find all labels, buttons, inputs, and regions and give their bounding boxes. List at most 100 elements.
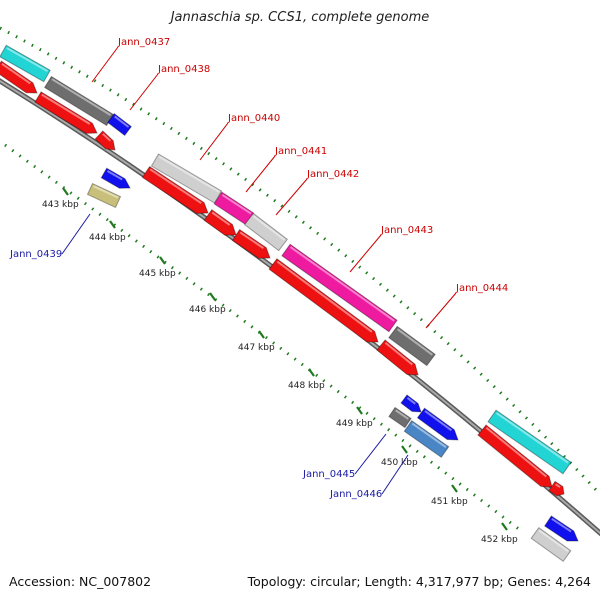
- cds-arrow-red-3-highlight: [102, 133, 112, 142]
- cds-arrow-blue-2-highlight: [406, 397, 416, 405]
- cds-arrow-red-9-highlight: [485, 426, 547, 478]
- tick-mark-3: [209, 292, 216, 301]
- cds-arrow-red-5: [203, 209, 237, 236]
- cds-arrow-blue-1-highlight: [106, 170, 123, 181]
- tick-mark-7: [401, 445, 408, 454]
- gene-bar-lightgray-1: [150, 153, 223, 204]
- gene-labels: Jann_0437Jann_0438Jann_0440Jann_0441Jann…: [9, 37, 508, 500]
- tick-label-0: 443 kbp: [42, 200, 79, 210]
- leader-jann_0441: [245, 155, 276, 193]
- topology-summary: Topology: circular; Length: 4,317,977 bp…: [247, 574, 591, 589]
- tick-label-7: 450 kbp: [381, 458, 418, 468]
- cds-arrow-red-3: [94, 130, 116, 151]
- tick-label-6: 449 kbp: [336, 419, 373, 429]
- gene-bar-lightgray-3: [530, 527, 572, 562]
- gene-label-jann_0443: Jann_0443: [380, 225, 433, 236]
- cds-arrow-red-8: [376, 339, 419, 376]
- cds-arrow-blue-4-highlight: [551, 517, 572, 533]
- cds-arrow-blue-3: [416, 407, 459, 441]
- gene-bar-darkgray-1-highlight: [51, 78, 112, 116]
- outer-dotted-guide: [0, 26, 600, 497]
- leader-jann_0437: [91, 46, 119, 83]
- gene-bar-magenta-1-highlight: [221, 194, 252, 215]
- cds-arrow-blue-1: [100, 167, 131, 189]
- gene-bar-cyan-2: [487, 409, 572, 475]
- kbp-ticks: 443 kbp 444 kbp 445 kbp 446 kbp 447 kbp 448 k…: [42, 187, 518, 545]
- tick-mark-2: [159, 256, 166, 265]
- cds-arrow-red-4: [141, 165, 209, 215]
- cds-arrow-red-10: [548, 480, 565, 497]
- cds-arrow-red-9: [477, 424, 553, 488]
- tick-label-3: 446 kbp: [189, 305, 226, 315]
- gene-bar-steelblue-highlight: [411, 422, 447, 448]
- gene-label-jann_0445: Jann_0445: [302, 469, 355, 480]
- cds-arrow-red-2: [34, 91, 98, 134]
- gene-label-jann_0442: Jann_0442: [306, 169, 359, 180]
- gene-bar-steelblue: [403, 420, 450, 458]
- leader-jann_0446: [381, 454, 409, 495]
- cds-arrow-red-7-highlight: [276, 260, 373, 333]
- gene-label-jann_0440: Jann_0440: [227, 113, 280, 124]
- tick-mark-1: [109, 220, 116, 229]
- cds-arrow-red-4-highlight: [149, 168, 202, 205]
- leader-jann_0445: [354, 433, 387, 475]
- tick-label-2: 445 kbp: [139, 269, 176, 279]
- leader-jann_0439: [61, 213, 91, 255]
- gene-label-jann_0439: Jann_0439: [9, 249, 62, 260]
- cds-arrow-red-2-highlight: [41, 93, 91, 125]
- tick-mark-6: [356, 406, 363, 415]
- cds-arrow-red-10-highlight: [555, 483, 561, 489]
- gene-bar-lightgray-2: [243, 212, 289, 252]
- leader-jann_0438: [129, 73, 159, 111]
- cds-arrow-blue-2: [400, 394, 422, 413]
- cds-arrow-red-6-highlight: [239, 231, 264, 249]
- tick-label-5: 448 kbp: [288, 381, 325, 391]
- tick-label-8: 451 kbp: [431, 497, 468, 507]
- cds-arrow-red-1: [0, 60, 38, 94]
- gene-bar-blue-1: [107, 112, 132, 137]
- gene-bar-lightgray-2-highlight: [253, 215, 286, 241]
- dotted-guides: [0, 26, 600, 532]
- cds-arrow-blue-3-highlight: [424, 410, 453, 432]
- accession-text: Accession: NC_007802: [9, 574, 152, 589]
- gene-bar-lightgray-3-highlight: [538, 529, 569, 552]
- tick-mark-9: [501, 522, 508, 531]
- tick-mark-8: [451, 484, 458, 493]
- gene-label-jann_0444: Jann_0444: [455, 283, 508, 294]
- gene-features: [0, 44, 579, 562]
- gene-label-jann_0437: Jann_0437: [117, 37, 170, 48]
- gene-label-jann_0446: Jann_0446: [329, 489, 382, 500]
- leader-jann_0443: [349, 234, 382, 273]
- gene-label-jann_0438: Jann_0438: [157, 64, 210, 75]
- gene-bar-darkgray-1: [43, 75, 115, 127]
- leader-jann_0444: [425, 292, 457, 329]
- leader-jann_0442: [275, 178, 308, 216]
- tick-label-4: 447 kbp: [238, 343, 275, 353]
- gene-bar-darkgray-2: [388, 325, 436, 367]
- cds-arrow-red-5-highlight: [211, 211, 231, 226]
- tick-label-1: 444 kbp: [89, 233, 126, 243]
- gene-bar-blue-1-highlight: [114, 115, 130, 128]
- leader-jann_0440: [199, 122, 229, 161]
- map-title: Jannaschia sp. CCS1, complete genome: [170, 10, 430, 25]
- gene-bar-khaki: [86, 182, 122, 209]
- gene-bar-cyan-1: [0, 44, 51, 83]
- gene-bar-magenta-2-highlight: [289, 246, 395, 322]
- cds-arrow-red-8-highlight: [384, 341, 413, 366]
- cds-arrow-red-1-highlight: [1, 63, 31, 85]
- cds-arrow-blue-4: [544, 515, 579, 542]
- cds-arrow-red-7: [268, 258, 379, 343]
- tick-mark-4: [258, 330, 265, 339]
- tick-label-9: 452 kbp: [481, 535, 518, 545]
- gene-bar-magenta-2: [281, 243, 398, 333]
- tick-mark-5: [308, 368, 315, 377]
- tick-mark-0: [62, 187, 69, 196]
- gene-bar-cyan-1-highlight: [6, 47, 48, 72]
- gene-bar-khaki-highlight: [93, 185, 119, 199]
- gene-bar-darkgray-3: [388, 406, 412, 429]
- gene-label-jann_0441: Jann_0441: [274, 146, 327, 157]
- gene-bar-darkgray-2-highlight: [396, 328, 433, 356]
- cds-arrow-red-6: [231, 228, 271, 259]
- gene-bar-cyan-2-highlight: [495, 412, 569, 464]
